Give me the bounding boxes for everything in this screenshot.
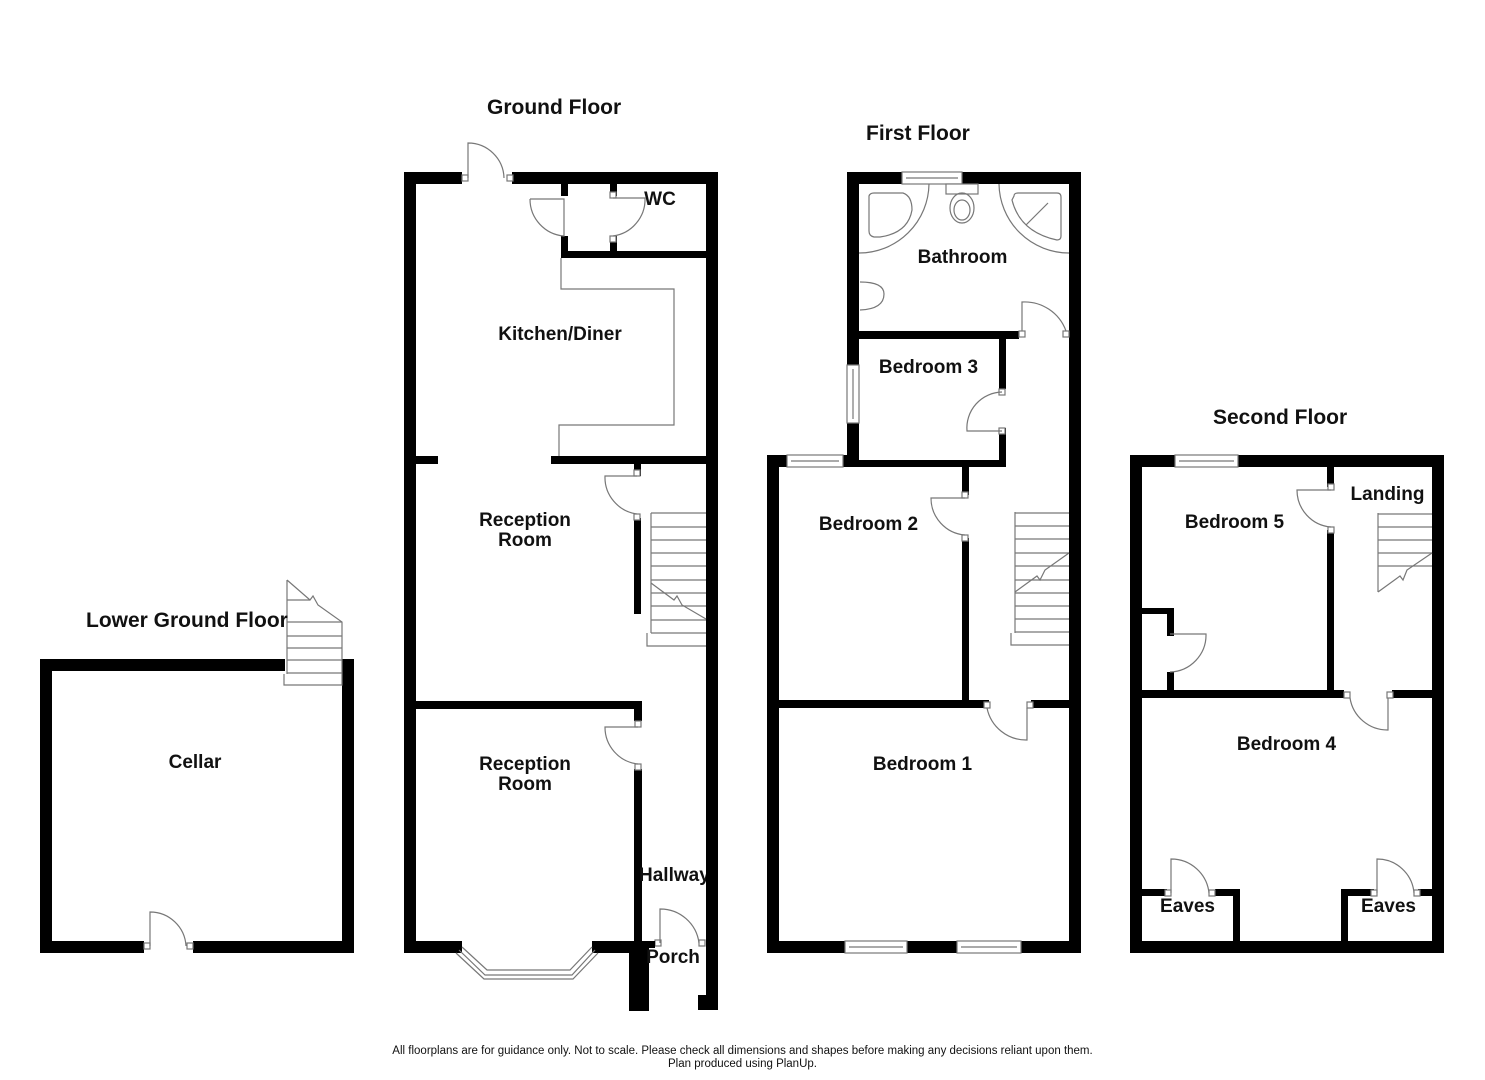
door-icon (1169, 633, 1207, 673)
door-icon (930, 491, 969, 542)
staircase-icon (283, 579, 343, 686)
window-icon (956, 940, 1022, 954)
door-icon (609, 191, 646, 243)
room-label-hallway: Hallway (639, 866, 706, 886)
room-label-bedroom-3: Bedroom 3 (878, 357, 979, 378)
bath-icon (858, 183, 930, 254)
floor-title-first: First Floor (866, 122, 970, 145)
room-label-kitchen-diner: Kitchen/Diner (498, 324, 622, 345)
ground-floor-plan (404, 142, 718, 1011)
door-icon (604, 469, 641, 521)
door-icon (654, 908, 706, 947)
window-icon (844, 940, 908, 954)
window-icon (846, 364, 860, 424)
room-label-reception-room-front: Reception Room (479, 754, 571, 795)
second-floor-plan (1130, 454, 1444, 953)
disclaimer-footer: All floorplans are for guidance only. No… (0, 1045, 1485, 1071)
door-icon (529, 198, 565, 237)
credit-text: Plan produced using PlanUp. (668, 1058, 817, 1070)
door-icon (1343, 691, 1394, 731)
bay-window-icon (455, 946, 599, 980)
room-label-eaves-left: Eaves (1160, 896, 1215, 917)
window-icon (786, 454, 844, 468)
room-label-landing: Landing (1350, 484, 1425, 505)
room-label-bathroom: Bathroom (917, 247, 1008, 268)
window-icon (901, 171, 963, 185)
staircase-icon (1377, 513, 1433, 593)
floor-title-second: Second Floor (1213, 406, 1348, 429)
window-icon (1174, 454, 1239, 468)
disclaimer-text: All floorplans are for guidance only. No… (392, 1045, 1093, 1057)
door-icon (604, 720, 642, 771)
lower-ground-floor-plan (40, 579, 354, 953)
room-label-reception-room-rear: Reception Room (479, 510, 571, 551)
door-icon (1370, 858, 1421, 897)
staircase-icon (646, 512, 707, 647)
toilet-icon (945, 183, 979, 224)
floor-title-lower-ground: Lower Ground Floor (86, 609, 288, 632)
door-icon (143, 911, 194, 950)
door-icon (461, 142, 514, 182)
door-icon (1164, 858, 1216, 897)
first-floor-plan (767, 171, 1081, 954)
room-label-bedroom-4: Bedroom 4 (1236, 734, 1337, 755)
room-label-cellar: Cellar (168, 752, 222, 773)
room-label-bedroom-2: Bedroom 2 (818, 514, 919, 535)
shower-icon (998, 183, 1070, 254)
room-label-porch: Porch (646, 947, 700, 968)
room-label-wc: WC (644, 189, 676, 210)
staircase-icon (1010, 512, 1070, 646)
room-label-bedroom-5: Bedroom 5 (1184, 512, 1285, 533)
door-icon (1296, 483, 1335, 534)
door-icon (983, 701, 1034, 741)
door-icon (1018, 301, 1070, 338)
floor-title-ground: Ground Floor (487, 96, 622, 119)
room-label-eaves-right: Eaves (1361, 896, 1416, 917)
door-icon (966, 388, 1006, 435)
basin-icon (859, 281, 885, 311)
room-label-bedroom-1: Bedroom 1 (872, 754, 973, 775)
